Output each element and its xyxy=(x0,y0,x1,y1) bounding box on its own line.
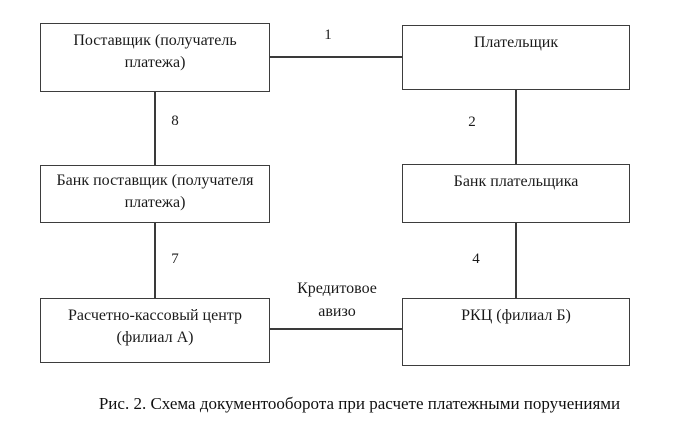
edge-label-step8: 8 xyxy=(171,113,179,129)
edge-supplierbank-rkca-line xyxy=(154,223,156,298)
node-payer: Плательщик xyxy=(402,25,630,90)
edge-label-step2: 2 xyxy=(468,114,476,130)
edge-supplier-payer-line xyxy=(270,56,402,58)
edge-rkca-rkcb-line xyxy=(270,328,402,330)
edge-payerbank-rkcb-line xyxy=(515,223,517,298)
edge-label-step4: 4 xyxy=(472,251,480,267)
node-supplier: Поставщик (получатель платежа) xyxy=(40,23,270,92)
node-rkc-branch-a: Расчетно-кассовый центр (филиал А) xyxy=(40,298,270,363)
edge-supplier-supplierbank-line xyxy=(154,92,156,165)
node-rkc-branch-b: РКЦ (филиал Б) xyxy=(402,298,630,366)
edge-label-credit-advice-line2: авизо xyxy=(318,303,356,320)
node-supplier-bank: Банк поставщик (получателя платежа) xyxy=(40,165,270,223)
edge-label-step7: 7 xyxy=(171,251,179,267)
edge-label-step1: 1 xyxy=(324,27,332,43)
node-payer-bank: Банк плательщика xyxy=(402,164,630,223)
edge-payer-payerbank-line xyxy=(515,90,517,164)
edge-label-credit-advice-line1: Кредитовое xyxy=(297,280,377,297)
figure-caption: Рис. 2. Схема документооборота при расче… xyxy=(98,394,621,413)
